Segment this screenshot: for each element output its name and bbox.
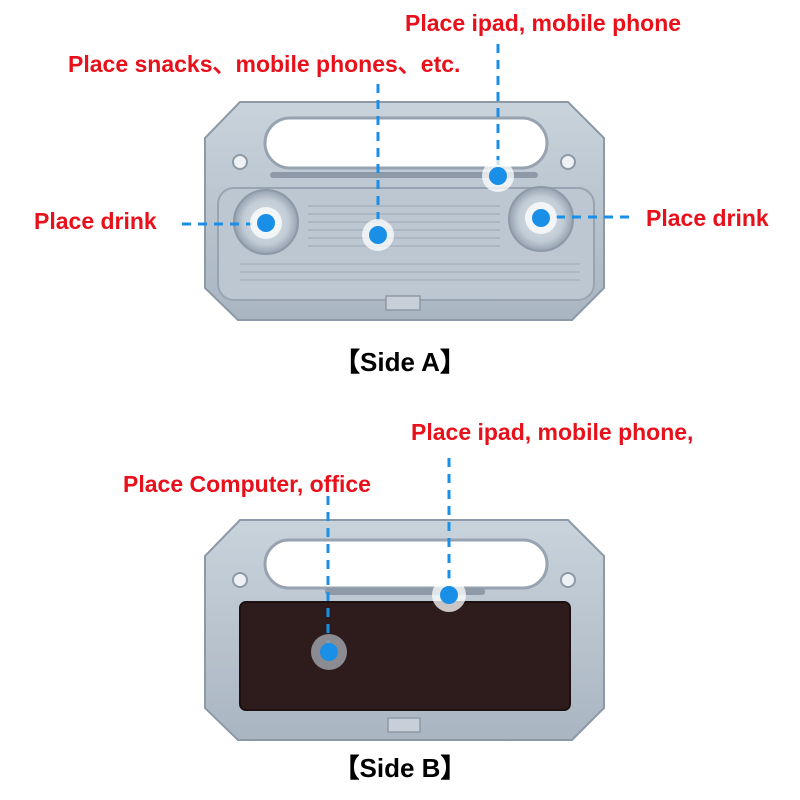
marker-snacks-side-a	[362, 219, 394, 251]
callout-drink-left-side-a: Place drink	[34, 208, 157, 234]
tray-ribs	[240, 205, 580, 281]
marker-drink-left-side-a	[250, 207, 282, 239]
caption-side-a: 【Side A】	[334, 347, 466, 377]
callout-snacks-side-a: Place snacks、mobile phones、etc.	[68, 51, 461, 77]
leader-lines-side-b	[326, 458, 451, 648]
marker-ipad-side-a	[482, 160, 514, 192]
callout-computer-side-b: Place Computer, office	[123, 471, 371, 497]
caption-side-b: 【Side B】	[333, 753, 467, 783]
mount-hole	[232, 154, 248, 170]
marker-drink-right-side-a	[525, 202, 557, 234]
bottom-clip	[385, 295, 421, 311]
leader-lines-side-a	[182, 44, 636, 228]
marker-ipad-side-b	[432, 578, 466, 612]
tablet-slot	[270, 172, 538, 178]
handle-cutout	[263, 116, 549, 170]
callout-ipad-side-b: Place ipad, mobile phone,	[411, 419, 694, 445]
bottom-clip	[387, 717, 421, 733]
callout-drink-right-side-a: Place drink	[646, 205, 769, 231]
callout-ipad-side-a: Place ipad, mobile phone	[405, 10, 682, 36]
rubber-mat	[239, 601, 571, 711]
mount-hole	[560, 572, 576, 588]
mount-hole	[560, 154, 576, 170]
mount-hole	[232, 572, 248, 588]
tray-side-a-illustration	[182, 44, 636, 321]
marker-computer-side-b	[311, 634, 347, 670]
handle-cutout	[263, 538, 549, 590]
tray-side-b-illustration	[204, 458, 605, 741]
